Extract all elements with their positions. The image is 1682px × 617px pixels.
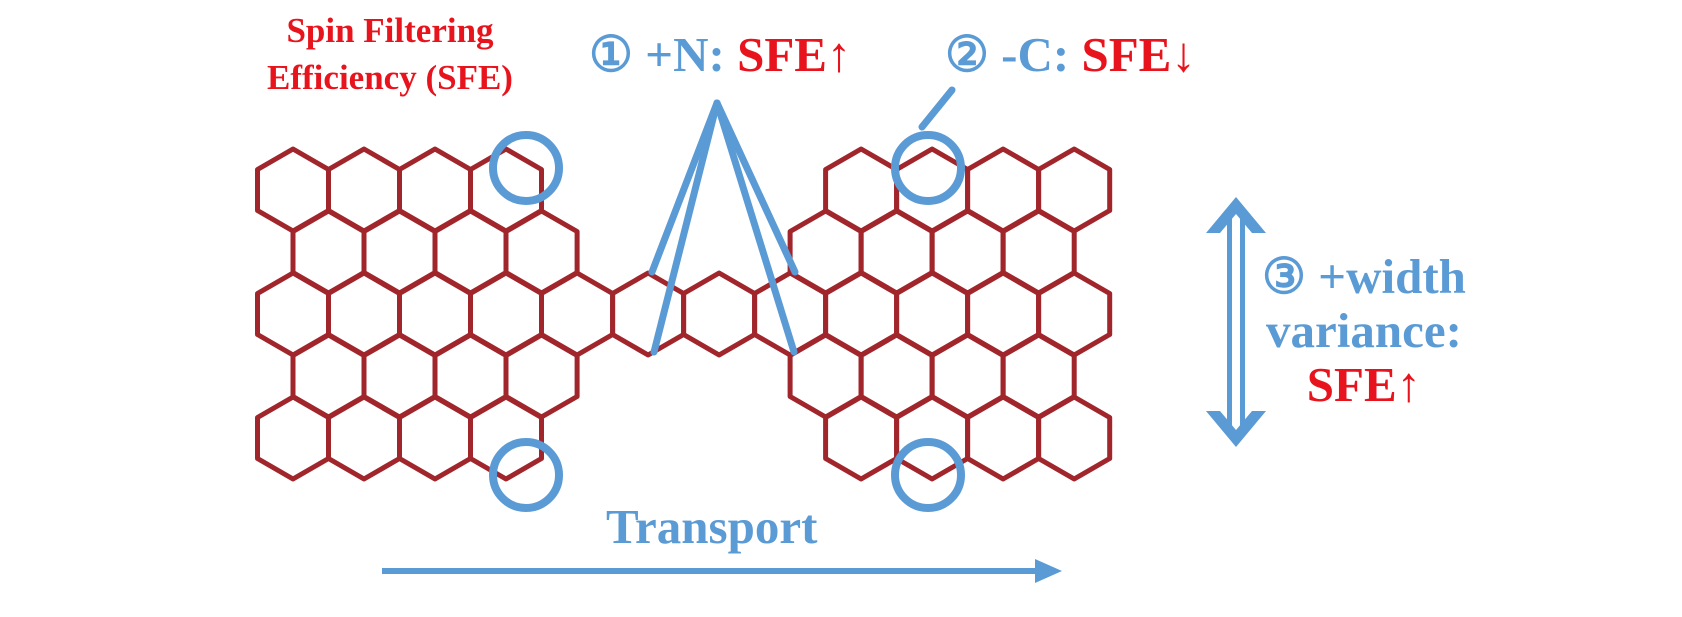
hexagon-cell — [397, 394, 473, 482]
annotation-width-effect: SFE↑ — [1306, 356, 1422, 412]
pointer-line — [650, 99, 721, 356]
hexagon-cell — [1036, 394, 1113, 482]
edge-site-circle-top-left — [489, 131, 563, 205]
edge-site-circle-bottom-right — [891, 438, 965, 512]
hexagon-cell — [965, 394, 1042, 482]
transport-arrowhead — [1035, 559, 1062, 583]
hexagon-cell — [255, 394, 331, 482]
sfe-title-line2: Efficiency (SFE) — [267, 57, 513, 97]
annotation-width-line2: variance: — [1265, 302, 1462, 358]
transport-label: Transport — [606, 499, 818, 554]
sfe-title-line1: Spin Filtering — [286, 11, 494, 50]
removed-carbon-circle-top-right — [891, 131, 965, 205]
annotation-carbon-prefix: ② -C: — [945, 27, 1082, 82]
nitrogen-pointer-lines — [648, 99, 799, 356]
annotation-carbon-removal: ② -C: SFE↓ — [945, 30, 1196, 79]
pointer-line — [713, 99, 799, 276]
pointer-line — [648, 99, 721, 276]
pointer-line — [713, 99, 798, 356]
hexagon-cell — [681, 270, 758, 358]
sfe-title: Spin Filtering Efficiency (SFE) — [220, 8, 560, 101]
carbon-pointer-line — [918, 86, 956, 131]
annotation-nitrogen-effect: SFE↑ — [737, 27, 852, 82]
annotation-width-variance: ③ +width variance: SFE↑ — [1262, 250, 1466, 412]
right-lead-lattice — [787, 146, 1113, 482]
annotation-carbon-effect: SFE↓ — [1081, 27, 1196, 82]
annotation-nitrogen-prefix: ① +N: — [589, 27, 738, 82]
hexagon-cell — [539, 270, 616, 358]
edge-site-circle-bottom-left — [489, 438, 563, 512]
hexagon-cell — [326, 394, 402, 482]
hexagon-cell — [823, 394, 900, 482]
annotation-width-line1: ③ +width — [1262, 249, 1466, 304]
hexagon-cell — [468, 394, 544, 482]
width-variance-double-arrow — [1206, 197, 1266, 447]
annotation-nitrogen-doping: ① +N: SFE↑ — [589, 30, 851, 79]
